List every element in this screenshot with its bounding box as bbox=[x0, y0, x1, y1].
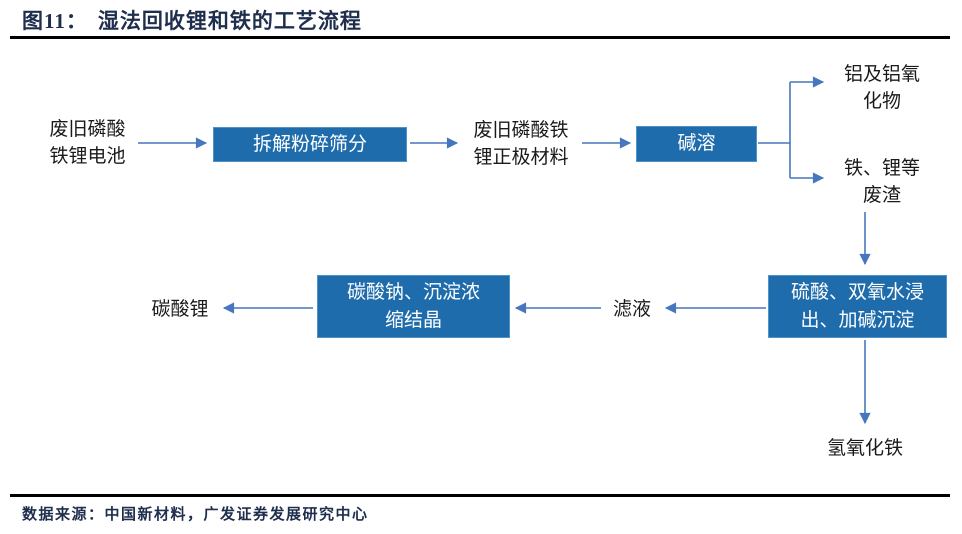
node-lithium-carbonate: 碳酸锂 bbox=[151, 299, 209, 320]
process-box-dismantle-crush-sieve: 拆解粉碎筛分 bbox=[213, 127, 407, 162]
figure-number-label: 图11： bbox=[22, 9, 88, 33]
node-aluminum-oxide: 铝及铝氧 化物 bbox=[843, 64, 920, 112]
node-iron-hydroxide: 氢氧化铁 bbox=[826, 438, 903, 459]
figure-title: 图11： 湿法回收锂和铁的工艺流程 bbox=[22, 5, 362, 35]
node-cathode-material: 废旧磷酸铁 锂正极材料 bbox=[473, 120, 569, 168]
data-source: 数据来源：中国新材料，广发证券发展研究中心 bbox=[22, 507, 369, 523]
top-rule bbox=[10, 36, 950, 39]
process-box-soda-crystallize: 碳酸钠、沉淀浓 缩结晶 bbox=[317, 275, 510, 338]
node-iron-lithium-slag: 铁、锂等 废渣 bbox=[843, 158, 920, 206]
figure-title-text: 湿法回收锂和铁的工艺流程 bbox=[97, 9, 362, 33]
process-box-alkali-dissolve: 碱溶 bbox=[636, 126, 757, 162]
process-box-acid-leach-precipitate: 硫酸、双氧水浸 出、加碱沉淀 bbox=[768, 275, 947, 338]
node-filtrate: 滤液 bbox=[612, 299, 651, 320]
bottom-rule bbox=[10, 494, 950, 497]
node-waste-battery: 废旧磷酸 铁锂电池 bbox=[49, 119, 126, 167]
